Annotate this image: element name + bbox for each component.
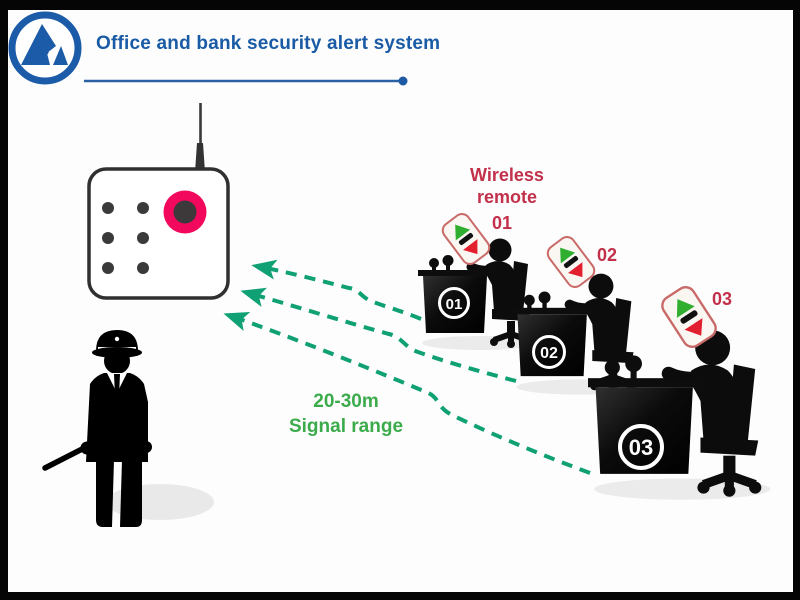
wireless-remote-heading: Wireless remote xyxy=(439,164,575,208)
remote-label-03: 03 xyxy=(711,289,733,309)
signal-arrow-3 xyxy=(223,312,591,475)
desk-number-badge-03: 03 xyxy=(618,424,664,470)
company-logo-icon xyxy=(8,11,82,85)
desk-number-02: 02 xyxy=(540,345,558,362)
signal-range-label: 20-30m Signal range xyxy=(246,389,446,439)
alert-button-icon xyxy=(163,190,207,234)
remote-label-02: 02 xyxy=(596,245,618,265)
workstation-02 xyxy=(512,274,642,395)
wireless-remote-heading-line2: remote xyxy=(476,187,538,207)
desk-number-badge-01: 01 xyxy=(438,287,470,319)
speaker-dots xyxy=(102,202,149,274)
page-title: Office and bank security alert system xyxy=(96,33,441,54)
antenna-icon xyxy=(195,103,205,172)
remote-label-01: 01 xyxy=(491,213,513,233)
signal-range-line2: Signal range xyxy=(288,416,404,437)
security-guard-icon xyxy=(42,330,214,527)
diagram-canvas: 01 02 03 Office and bank security aler xyxy=(8,10,793,592)
desk-number-badge-02: 02 xyxy=(532,335,566,369)
signal-range-line1: 20-30m xyxy=(313,391,379,412)
wireless-remote-heading-line1: Wireless xyxy=(470,165,544,185)
receiver-device xyxy=(87,103,230,300)
desk-number-01: 01 xyxy=(446,296,463,313)
signal-arrow-1 xyxy=(251,259,422,321)
desk-number-03: 03 xyxy=(629,435,653,460)
title-underline xyxy=(84,76,408,86)
scene-graphic: 01 02 03 xyxy=(8,11,793,527)
signal-arrow-2 xyxy=(240,287,517,383)
